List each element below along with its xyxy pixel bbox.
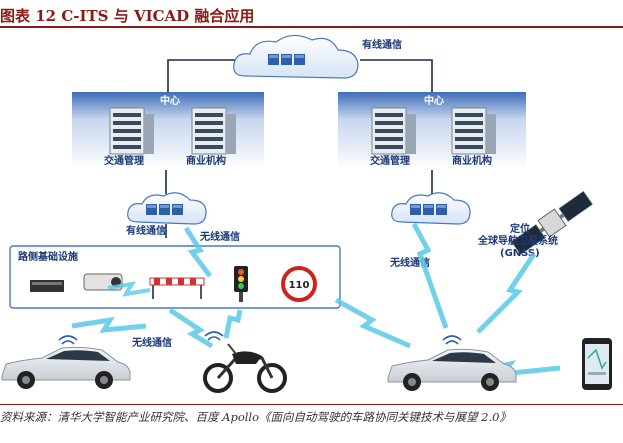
line-top-left [167,59,238,92]
source-note: 资料来源：清华大学智能产业研究院、百度 Apollo《面向自动驾驶的车路协同关键… [0,410,511,424]
sensor-icon [30,280,64,292]
building-icon [109,107,155,155]
connection-lines [165,59,433,238]
cloud-right [391,192,471,225]
right-center-box: 中心 交通管理 商业机构 [338,92,526,170]
left-building2-label: 商业机构 [186,154,226,167]
phone-icon [582,338,612,390]
server-icon [146,204,183,215]
signal-bolt [476,252,537,334]
right-center-title: 中心 [424,94,444,107]
wifi-icon [58,335,78,345]
left-center-title: 中心 [160,94,180,107]
signal-bolt [71,316,147,333]
cloud-left: 有线通信 [126,192,207,237]
cloud-top: 有线通信 [233,34,402,79]
figure-title: 图表 12 C-ITS 与 VICAD 融合应用 [0,7,255,25]
roadside-infrastructure: 路侧基础设施 110 [9,245,341,309]
car-left-icon [1,346,131,390]
building-icon [191,107,237,155]
cloud-top-label: 有线通信 [362,38,402,51]
cloud-left-label: 有线通信 [126,224,166,237]
traffic-light-icon [234,266,248,302]
speed-limit-value: 110 [289,280,310,291]
satellite-line3: (GNSS) [500,248,540,259]
server-icon [268,54,305,65]
car-right-icon [387,348,517,392]
c-its-vicad-diagram: 有线通信 中心 交通管理 商业机构 中心 交通管理 商业机构 有线通信 无线通信… [1,34,612,393]
wifi-icon [442,335,462,345]
speed-limit-sign: 110 [281,266,317,302]
server-icon [410,204,447,215]
wireless-left-label: 无线通信 [199,230,240,243]
title-rule [0,26,623,28]
signal-bolt [107,281,151,297]
figure-header: 图表 12 C-ITS 与 VICAD 融合应用 [0,0,623,28]
left-center-box: 中心 交通管理 商业机构 [72,92,264,170]
line-top-right [360,59,433,92]
building-icon [451,107,497,155]
footer-rule [0,404,623,405]
satellite-icon [510,190,594,256]
signal-bolt [183,226,212,278]
motorcycle-icon [203,343,287,393]
satellite-line2: 全球导航卫星系统 [477,234,558,247]
satellite-line1: 定位 [510,222,530,235]
roadside-box [9,245,341,309]
left-building1-label: 交通管理 [104,154,144,167]
wifi-icon [204,331,224,341]
signal-bolt [334,297,411,349]
building-icon [371,107,417,155]
right-building1-label: 交通管理 [370,154,410,167]
signal-bolt [223,309,243,339]
roadside-title: 路侧基础设施 [18,250,78,263]
right-building2-label: 商业机构 [452,154,492,167]
signal-bolt [168,307,214,349]
barrier-icon [149,277,205,299]
car-link-label: 无线通信 [131,336,172,349]
signal-bolt [411,222,449,329]
